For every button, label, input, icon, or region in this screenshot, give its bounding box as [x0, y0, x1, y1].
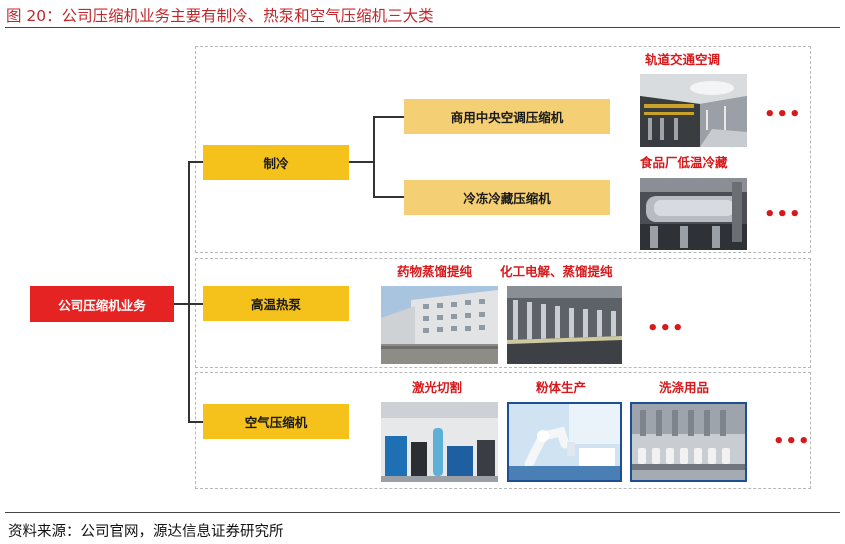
connector-refrigeration	[188, 161, 203, 163]
app-label-detergent: 洗涤用品	[659, 380, 710, 395]
pharma-building-photo	[381, 286, 498, 364]
connector-heat-pump	[188, 303, 203, 305]
app-label-laser-cutting: 激光切割	[412, 380, 463, 395]
air-compressor-group-box	[195, 372, 811, 489]
connector-commercial-ac	[373, 116, 404, 118]
branch-air-compressor: 空气压缩机	[203, 404, 349, 439]
branch-heat-pump: 高温热泵	[203, 286, 349, 321]
connector-trunk	[188, 161, 190, 423]
footer-rule	[5, 512, 840, 513]
heat-pump-group-box	[195, 258, 811, 368]
refrigeration-group-box	[195, 46, 811, 253]
connector-air-compressor	[188, 421, 203, 423]
connector-refrigeration-out	[349, 161, 375, 163]
root-box: 公司压缩机业务	[30, 286, 174, 322]
food-factory-photo	[640, 178, 747, 250]
figure-title: 图 20：公司压缩机业务主要有制冷、热泵和空气压缩机三大类	[6, 7, 434, 25]
child-commercial-ac-compressor: 商用中央空调压缩机	[404, 99, 610, 134]
more-food: •••	[764, 204, 802, 225]
child-cold-storage-compressor: 冷冻冷藏压缩机	[404, 180, 610, 215]
more-rail: •••	[764, 104, 802, 125]
connector-cold-storage	[373, 196, 404, 198]
app-label-pharma-distill: 药物蒸馏提纯	[397, 264, 473, 279]
more-heat-pump: •••	[647, 318, 685, 339]
rail-transit-photo	[640, 74, 747, 147]
app-label-powder-production: 粉体生产	[536, 380, 587, 395]
app-label-rail-ac: 轨道交通空调	[645, 52, 721, 67]
detergent-line-photo	[630, 402, 747, 482]
connector-refrigeration-split	[373, 116, 375, 198]
app-label-chem-electrolysis: 化工电解、蒸馏提纯	[500, 264, 613, 279]
app-label-food-cold: 食品厂低温冷藏	[640, 155, 728, 170]
connector-root	[174, 303, 189, 305]
electrolysis-hall-photo	[507, 286, 622, 364]
powder-production-photo	[507, 402, 622, 482]
laser-cutting-photo	[381, 402, 498, 482]
source-footer: 资料来源：公司官网，源达信息证券研究所	[8, 524, 284, 540]
more-air-compressor: •••	[773, 431, 811, 452]
title-rule	[5, 27, 840, 28]
branch-refrigeration: 制冷	[203, 145, 349, 180]
